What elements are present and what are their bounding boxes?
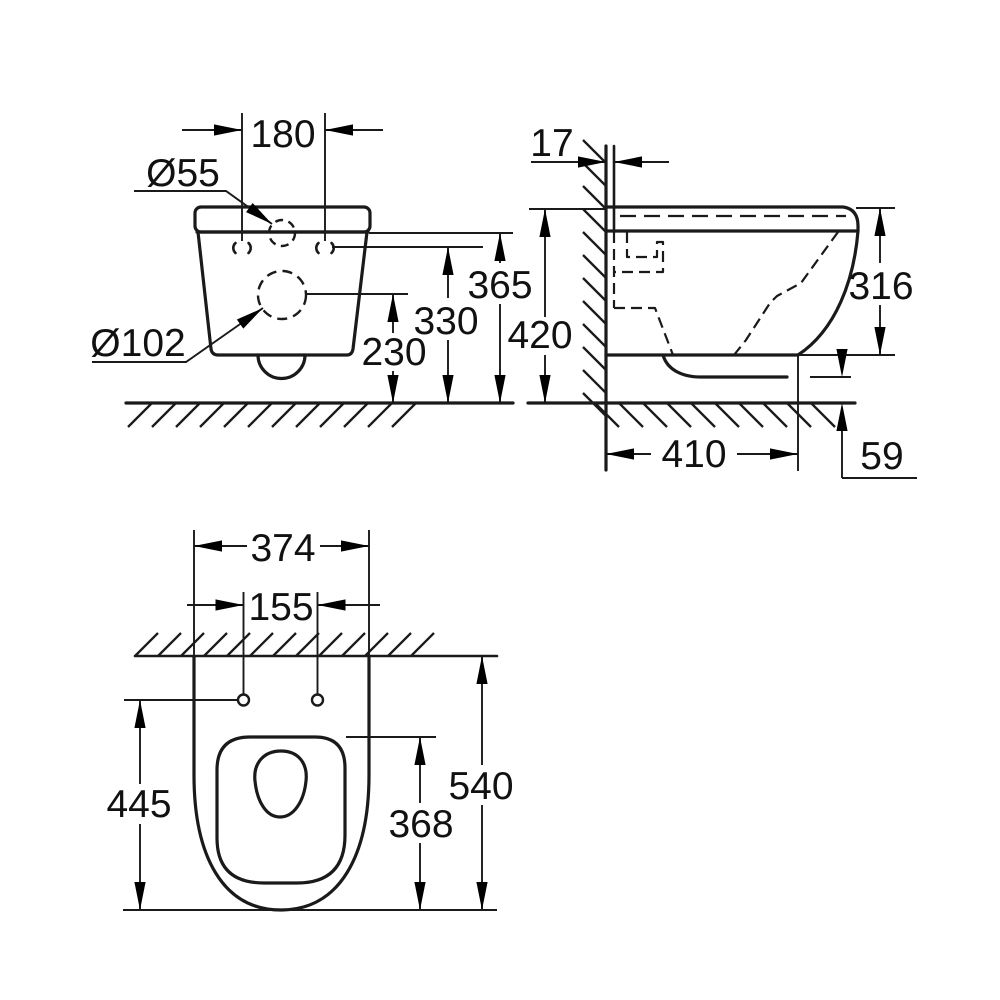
dim-label-445: 445: [106, 783, 171, 826]
plan-fixing-holes: [236, 693, 325, 707]
callout-diameter-55: Ø55: [134, 152, 276, 229]
front-ground-hatch: [127, 402, 417, 428]
dim-label-17: 17: [530, 122, 573, 165]
dim-label-230: 230: [361, 331, 426, 374]
plan-wall-hatch: [134, 632, 435, 657]
dim-label-540: 540: [448, 765, 513, 808]
seat-plate-outline: [604, 205, 860, 233]
dim-label-155: 155: [248, 586, 313, 629]
dim-180: 180: [182, 113, 383, 241]
plan-seat-ring: [215, 735, 347, 885]
plan-view: 374 155 445 368 540: [106, 527, 514, 912]
dim-label-374: 374: [250, 527, 315, 570]
hidden-trapway-line: [733, 231, 839, 356]
front-fixing-holes: [232, 241, 335, 255]
plan-bowl-opening: [253, 749, 308, 819]
side-view: 17 420 316 410 59: [507, 122, 917, 479]
dim-445: 445: [106, 699, 238, 910]
dim-label-368: 368: [388, 803, 453, 846]
drain-semicircle: [256, 353, 307, 381]
dim-label-330: 330: [413, 300, 478, 343]
bowl-outline: [196, 230, 369, 357]
dim-label-365: 365: [467, 264, 532, 307]
dim-label-59: 59: [860, 435, 903, 478]
flush-hole-circle: [256, 269, 308, 321]
bowl-profile-curve: [796, 229, 860, 357]
top-hole-circle: [267, 218, 297, 248]
dim-365: 365: [369, 232, 533, 403]
dim-17: 17: [530, 122, 669, 168]
dim-label-180: 180: [250, 113, 315, 156]
dim-368: 368: [346, 736, 454, 910]
plan-body-outline: [192, 655, 371, 912]
dim-374: 374: [193, 527, 370, 657]
callout-diameter-102: Ø102: [90, 303, 267, 365]
dim-420: 420: [507, 208, 605, 403]
dim-316: 316: [798, 207, 914, 356]
dim-label-410: 410: [661, 433, 726, 476]
dim-540: 540: [123, 656, 514, 911]
hidden-flush-channel: [612, 231, 839, 356]
dim-label-o55: Ø55: [146, 152, 220, 195]
wall-hatch: [582, 139, 607, 417]
dim-230: 230: [306, 293, 427, 403]
dim-155: 155: [187, 586, 380, 694]
dim-label-o102: Ø102: [90, 322, 185, 365]
front-view: 180 365 330 230 Ø55: [90, 113, 533, 428]
bowl-underside-curve: [661, 353, 789, 379]
dim-410: 410: [606, 355, 799, 476]
side-ground-hatch: [594, 402, 836, 428]
dim-label-420: 420: [507, 314, 572, 357]
dim-59: 59: [810, 349, 917, 479]
dim-330: 330: [332, 246, 483, 403]
dim-label-316: 316: [848, 265, 913, 308]
